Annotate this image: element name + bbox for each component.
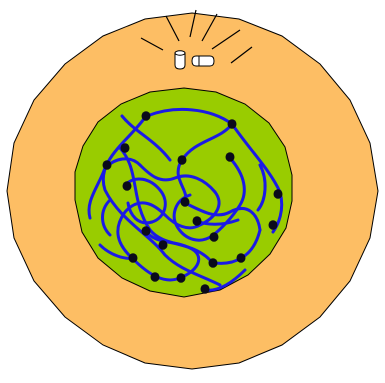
node: [181, 197, 190, 207]
node: [274, 189, 283, 199]
node: [210, 232, 219, 242]
node: [177, 273, 186, 283]
node: [123, 181, 132, 191]
node: [228, 119, 237, 129]
node: [142, 111, 151, 121]
node: [121, 143, 130, 153]
node: [209, 258, 218, 268]
node: [269, 220, 278, 230]
node: [142, 226, 151, 236]
capsule-icon: [175, 51, 185, 69]
node: [159, 240, 168, 250]
node: [193, 216, 202, 226]
node: [178, 155, 187, 165]
node: [129, 253, 138, 263]
node: [226, 152, 235, 162]
battery-icon: [192, 56, 214, 66]
node: [103, 160, 112, 170]
node: [201, 284, 210, 294]
node: [151, 272, 160, 282]
node: [237, 253, 246, 263]
